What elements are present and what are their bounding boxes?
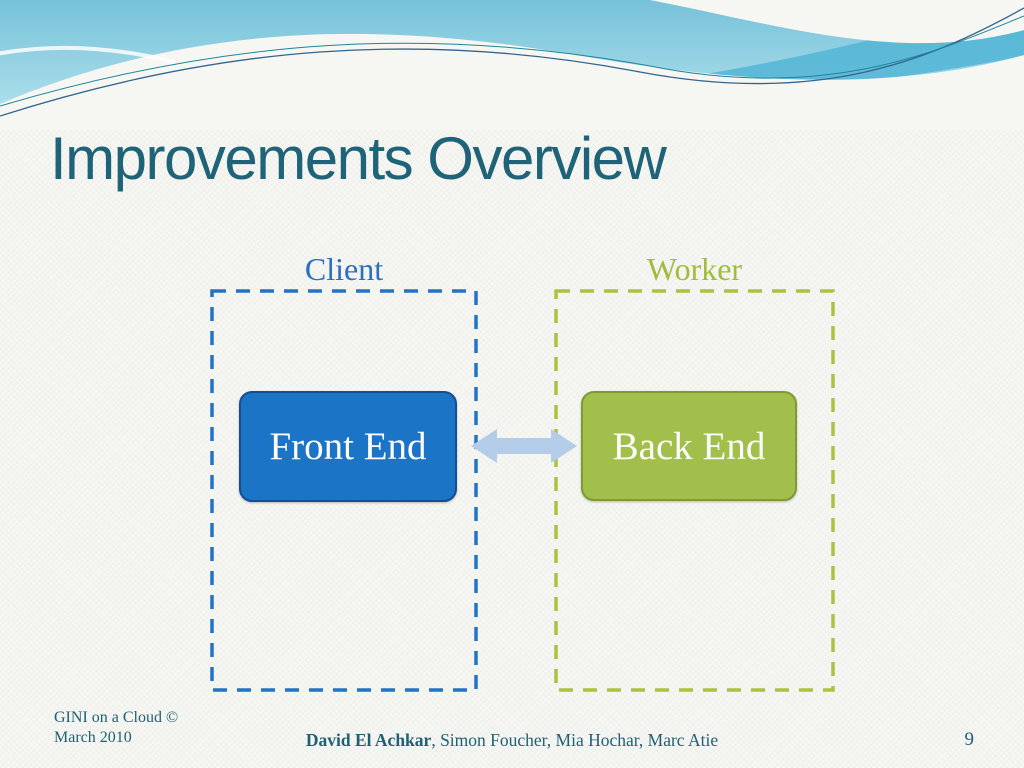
footer-source: GINI on a Cloud © March 2010 (54, 708, 178, 749)
footer-source-line2: March 2010 (54, 729, 132, 747)
wave-thin-line-teal (0, 15, 1024, 107)
client-group-boundary (210, 289, 478, 692)
page-number: 9 (964, 729, 975, 750)
bidirectional-arrow (471, 429, 577, 463)
client-dashed-rect (210, 289, 478, 692)
wave-white-sliver-line (0, 45, 176, 64)
wave-thin-line-blue (0, 7, 1024, 117)
slide-title: Improvements Overview (50, 125, 667, 192)
header-wave-decoration (0, 0, 1024, 130)
footer-credits-other-authors: , Simon Foucher, Mia Hochar, Marc Atie (431, 730, 719, 750)
worker-group-label: Worker (646, 251, 743, 287)
footer-credits-primary-author: David El Achkar (305, 730, 432, 750)
bidirectional-arrow-shape (471, 429, 577, 463)
back-end-node: Back End (581, 391, 797, 501)
worker-group-boundary (554, 289, 835, 692)
footer-credits: David El Achkar, Simon Foucher, Mia Hoch… (0, 730, 1024, 751)
client-group-label: Client (304, 251, 384, 287)
front-end-node: Front End (239, 391, 457, 502)
wave-top-right-wedge (650, 0, 1024, 44)
footer-source-line1: GINI on a Cloud © (54, 709, 179, 726)
worker-dashed-rect (554, 289, 835, 692)
